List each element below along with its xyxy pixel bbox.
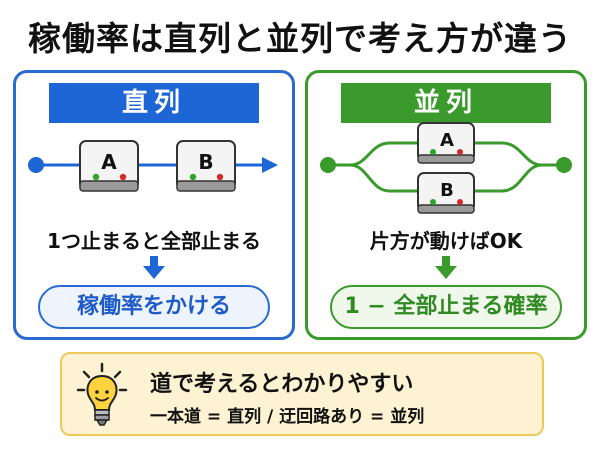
down-arrow-icon (435, 256, 457, 279)
serial-diagram: A B (28, 140, 278, 192)
tip-heading: 道で考えるとわかりやすい (150, 372, 414, 397)
serial-caption: 1つ止まると全部止まる (47, 229, 261, 253)
parallel-box-b: B (417, 172, 475, 214)
page-title: 稼働率は直列と並列で考え方が違う (28, 19, 572, 58)
serial-box-b: B (176, 140, 236, 192)
parallel-box-a-label: A (440, 130, 454, 151)
tip-detail: 一本道 = 直列 / 迂回路あり = 並列 (150, 407, 425, 427)
parallel-caption: 片方が動けばOK (369, 229, 523, 253)
lightbulb-icon (76, 362, 128, 426)
serial-result: 稼働率をかける (38, 285, 270, 329)
parallel-header: 並列 (341, 83, 551, 123)
serial-panel: 直列 A B 1つ止まると全部止まる 稼働率をかける (13, 70, 295, 340)
parallel-panel: 並列 A B 片方が動けばOK 1 − 全部止まる確率 (305, 70, 587, 340)
parallel-end-dot (556, 157, 572, 173)
serial-header: 直列 (49, 83, 259, 123)
parallel-box-b-label: B (440, 180, 454, 201)
serial-box-b-label: B (198, 150, 213, 174)
parallel-start-dot (320, 157, 336, 173)
down-arrow-icon (143, 256, 165, 279)
serial-end-arrow (262, 157, 278, 173)
serial-box-a: A (79, 140, 139, 192)
serial-start-dot (28, 157, 44, 173)
parallel-diagram: A B (320, 122, 572, 214)
parallel-box-a: A (417, 122, 475, 164)
tip-box: 道で考えるとわかりやすい 一本道 = 直列 / 迂回路あり = 並列 (60, 352, 544, 436)
parallel-result: 1 − 全部止まる確率 (330, 285, 562, 329)
serial-box-a-label: A (101, 150, 117, 174)
